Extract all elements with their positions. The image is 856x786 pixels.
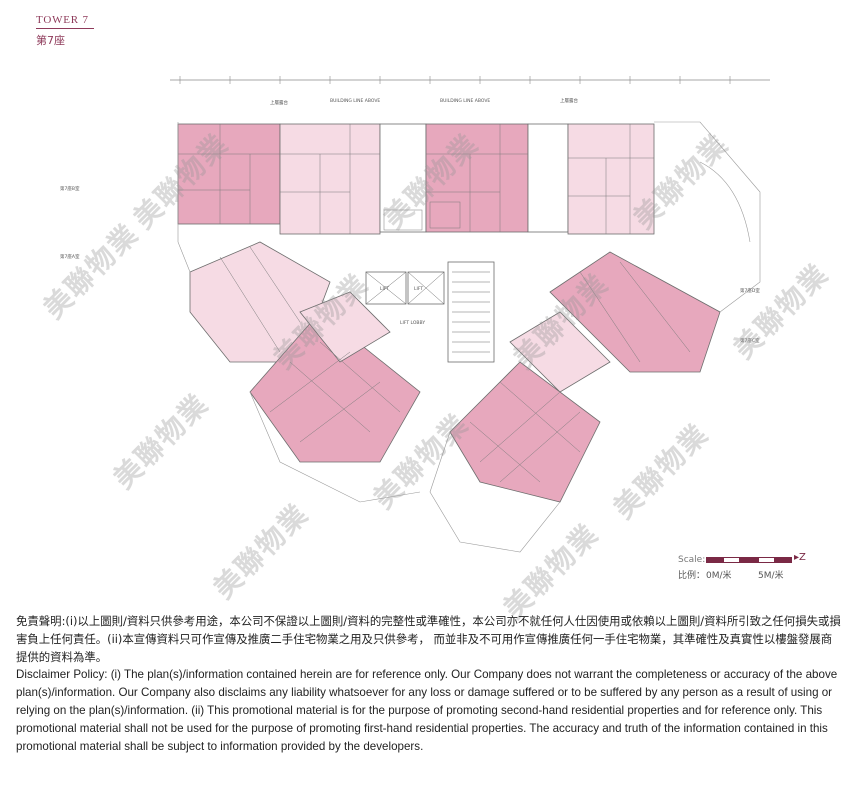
scale-arrow-icon: ▸Z xyxy=(794,552,806,563)
right-wing xyxy=(449,251,721,503)
tower-title-rule xyxy=(36,28,94,29)
scale-legend: Scale: ▸Z 比例： 0M/米 5M/米 xyxy=(676,552,836,585)
tower-header: TOWER 7 第7座 xyxy=(36,14,94,48)
floor-plan: 上層露台 BUILDING LINE ABOVE BUILDING LINE A… xyxy=(0,62,856,602)
svg-text:LIFT: LIFT xyxy=(380,286,389,292)
svg-text:第7座D室: 第7座D室 xyxy=(740,287,760,294)
disclaimer-zh: 免責聲明:(i)以上圖則/資料只供參考用途，本公司不保證以上圖則/資料的完整性或… xyxy=(16,614,841,664)
disclaimer-en: Disclaimer Policy: (i) The plan(s)/infor… xyxy=(16,668,838,753)
floor-plan-drawing: 上層露台 BUILDING LINE ABOVE BUILDING LINE A… xyxy=(60,76,770,553)
scale-zero: 0M/米 xyxy=(706,571,732,581)
svg-text:第7座C室: 第7座C室 xyxy=(740,337,760,344)
svg-text:LIFT: LIFT xyxy=(414,286,423,292)
svg-text:BUILDING LINE ABOVE: BUILDING LINE ABOVE xyxy=(330,98,380,104)
svg-text:LIFT LOBBY: LIFT LOBBY xyxy=(400,320,425,326)
svg-text:第7座B室: 第7座B室 xyxy=(60,185,80,192)
scale-five: 5M/米 xyxy=(758,571,784,581)
scale-label: Scale: xyxy=(678,555,706,565)
disclaimer: 免責聲明:(i)以上圖則/資料只供參考用途，本公司不保證以上圖則/資料的完整性或… xyxy=(16,612,842,756)
top-units xyxy=(177,123,655,235)
scale-label-cn: 比例： xyxy=(678,571,706,581)
svg-text:上層露台: 上層露台 xyxy=(560,97,578,104)
scale-bar xyxy=(706,557,793,563)
svg-text:第7座A室: 第7座A室 xyxy=(60,253,80,260)
tower-title-zh: 第7座 xyxy=(36,34,65,47)
svg-text:BUILDING LINE ABOVE: BUILDING LINE ABOVE xyxy=(440,98,490,104)
tower-title-en: TOWER 7 xyxy=(36,14,89,26)
left-wing xyxy=(189,241,421,463)
svg-text:上層露台: 上層露台 xyxy=(270,99,288,106)
